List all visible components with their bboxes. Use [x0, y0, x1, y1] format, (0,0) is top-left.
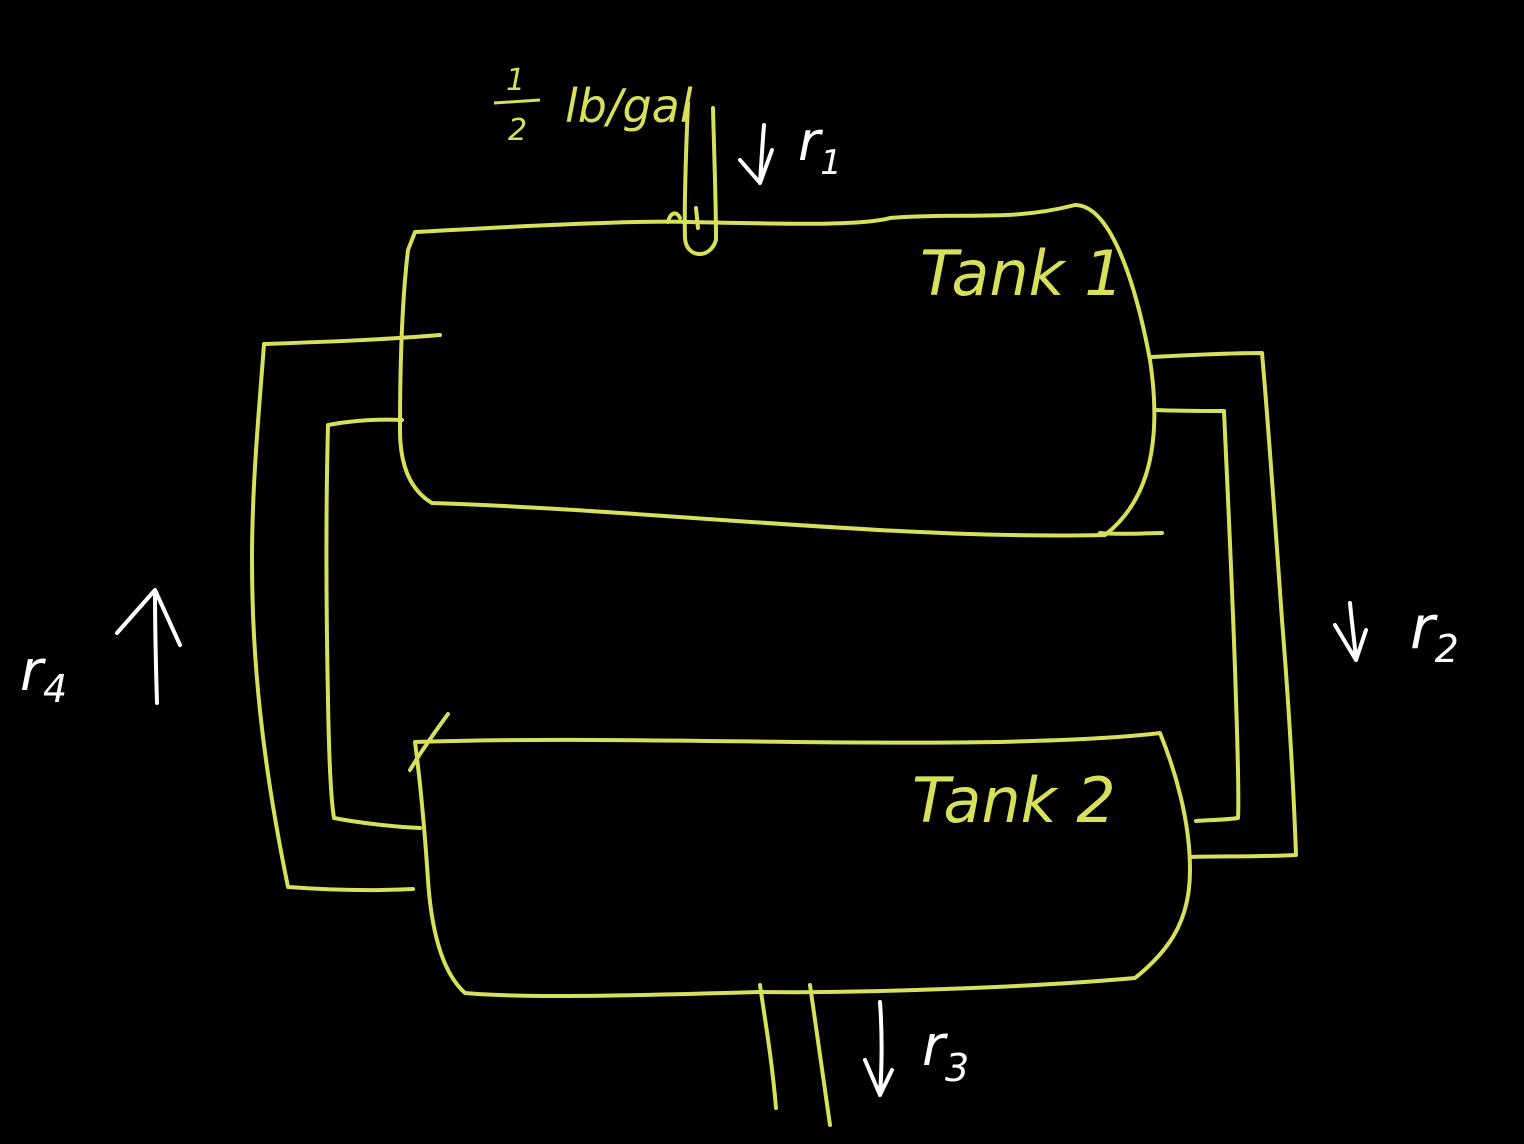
- arrow-r3-icon: [863, 1000, 894, 1097]
- outflow-pipe-right: [808, 983, 832, 1127]
- inflow-pipe: [682, 101, 718, 256]
- arrow-r2-icon: [1333, 601, 1368, 662]
- r2-label: r2: [1410, 593, 1459, 671]
- tank2-label: Tank 2: [912, 764, 1116, 837]
- r1-label: r1: [798, 110, 842, 183]
- r2-symbol: r: [1410, 593, 1438, 663]
- arrow-r4-icon: [115, 588, 182, 705]
- pipe-r4-inner: [324, 417, 422, 830]
- r3-subscript: 3: [945, 1046, 969, 1090]
- inflow-conc-unit: lb/gal: [565, 79, 693, 133]
- inflow-conc-numerator: 1: [506, 63, 525, 98]
- arrow-r1-icon: [738, 123, 774, 185]
- outflow-pipe-left: [758, 983, 778, 1110]
- r4-symbol: r: [20, 639, 46, 704]
- pipe-r4-outer: [250, 333, 442, 893]
- r4-subscript: 4: [43, 667, 67, 711]
- tank2-body: [413, 731, 1192, 998]
- r3-symbol: r: [922, 1014, 948, 1079]
- tank1-label: Tank 1: [920, 237, 1124, 310]
- r3-label: r3: [922, 1014, 969, 1090]
- r2-subscript: 2: [1435, 627, 1459, 671]
- inflow-conc-denominator: 2: [508, 113, 527, 148]
- inflow-conc-fraction-bar: [493, 98, 541, 105]
- inflow-pipe-collar: [666, 206, 700, 230]
- pipe-r2-inner: [1153, 408, 1241, 823]
- r1-subscript: 1: [820, 143, 842, 183]
- tank1-bottom-edge: [1098, 531, 1164, 536]
- tank2-top-tick: [408, 712, 450, 772]
- r4-label: r4: [20, 639, 67, 711]
- tank1-body: [398, 203, 1157, 538]
- pipe-r2-outer: [1150, 351, 1298, 859]
- r1-symbol: r: [798, 110, 823, 173]
